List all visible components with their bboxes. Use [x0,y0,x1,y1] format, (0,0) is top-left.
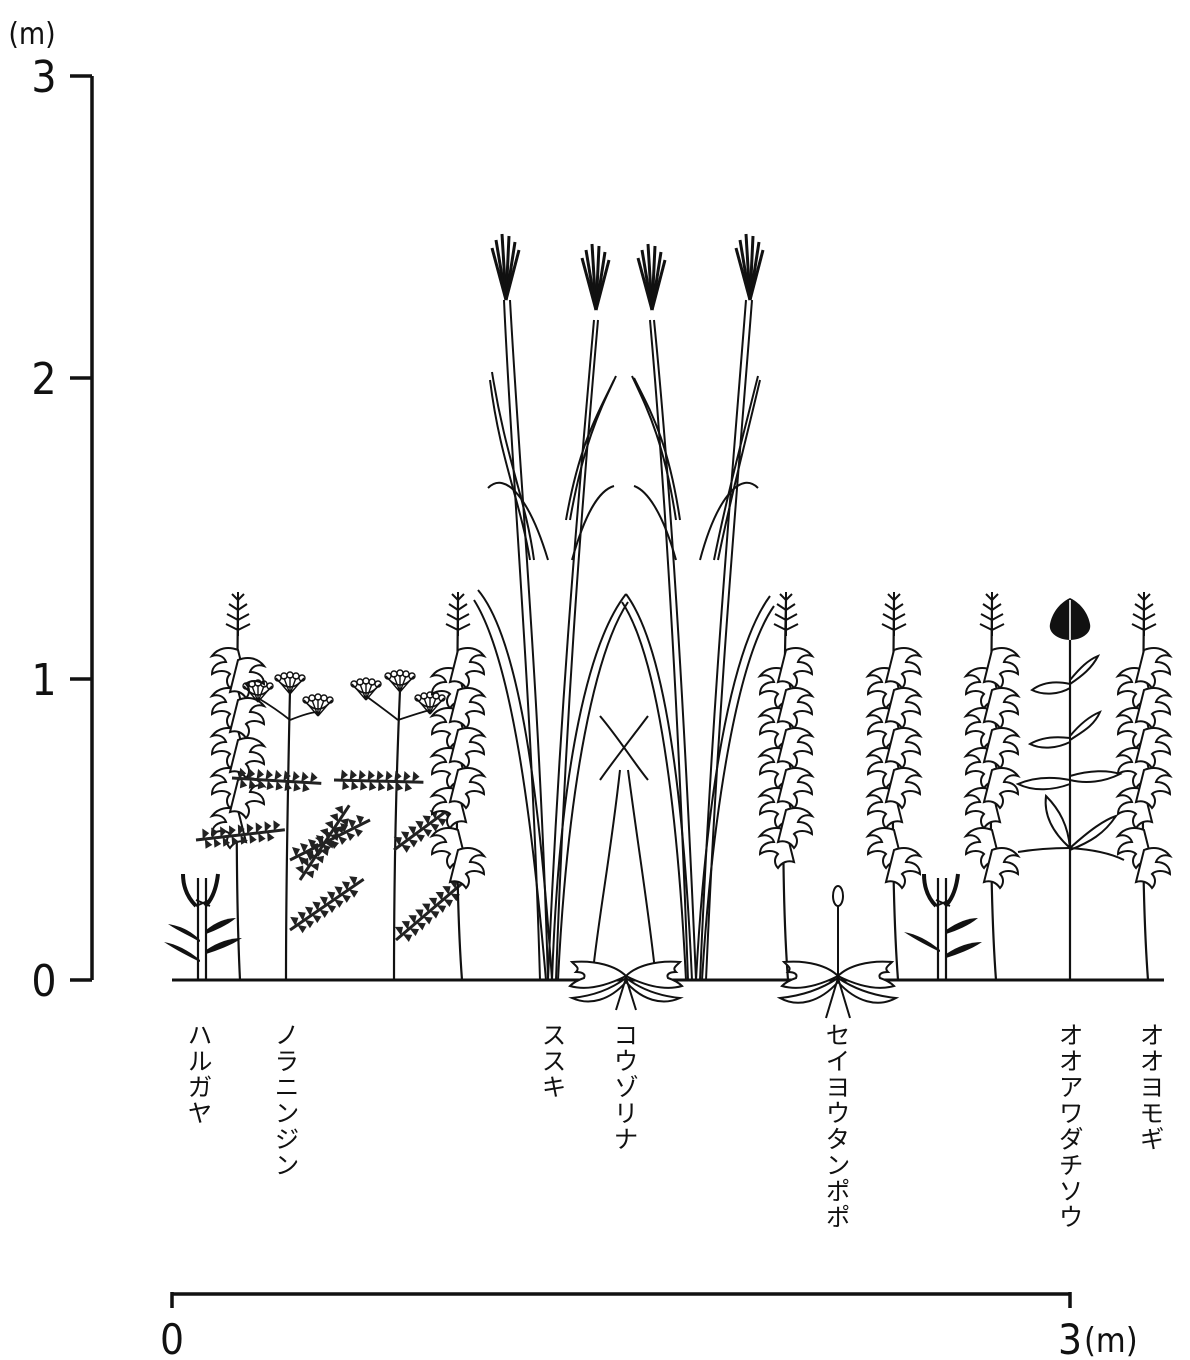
seiyoutanpopo-plant [776,885,900,1019]
scale-start-label: 0 [160,1315,184,1360]
y-tick-label: 0 [31,956,56,1007]
species-label-ooawadachisou: オオアワダチソウ [1055,1022,1084,1230]
scale-end-label: 3 [1058,1315,1082,1360]
species-label-kouzorina: コウゾリナ [610,1022,639,1152]
species-label-harugaya: ハルガヤ [184,1022,213,1126]
grass-plant-right [904,873,982,980]
y-axis-unit: (m) [8,17,55,52]
species-label-seiyoutanpopo: セイヨウタンポポ [822,1022,851,1230]
species-label-ooyomogi: オオヨモギ [1136,1022,1165,1152]
noraninjin-plant [192,669,477,981]
yomogi-plant-right-2 [867,591,921,981]
species-label-noraninjin: ノラニンジン [271,1022,300,1178]
plant-illustrations [164,232,1171,1019]
scale-unit-label: (m) [1084,1321,1138,1360]
y-tick-label: 3 [31,52,56,103]
y-axis: (m) 3 2 1 0 [8,17,94,1007]
oyomogi-plant [1117,591,1171,981]
ooawadachisou-plant [1015,598,1125,980]
susuki-plant [473,232,775,981]
yomogi-plant-right-3 [965,591,1019,981]
species-label-susuki: ススキ [538,1022,567,1100]
y-tick-label: 1 [31,655,56,706]
kouzorina-rosette [568,960,684,1011]
horizontal-scale-bar: 0 3 (m) [160,1292,1138,1360]
yomogi-plant-right-1 [759,591,813,981]
yomogi-plant-mid-left [431,591,485,981]
y-tick-label: 2 [31,354,56,405]
harugaya-plant [164,873,242,980]
